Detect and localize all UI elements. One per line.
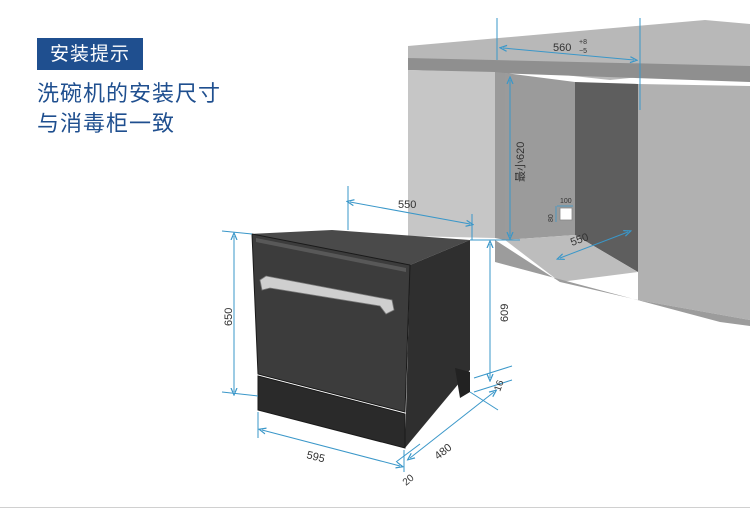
cabinet-right-panel xyxy=(638,84,750,320)
dishwasher-side xyxy=(405,240,470,448)
dishwasher-door xyxy=(251,233,411,413)
top-550-line xyxy=(350,202,470,224)
ext-line xyxy=(473,365,513,379)
ext-line xyxy=(221,230,253,235)
headline-line-1: 洗碗机的安装尺寸 xyxy=(37,82,222,107)
dim-560: 560 xyxy=(553,42,571,54)
cabinet-dimensions: 560 +8 −5 最小620 550 100 80 xyxy=(496,18,641,258)
ext-line xyxy=(221,391,259,397)
dishwasher-door-highlight xyxy=(256,238,406,272)
width-560-line xyxy=(503,48,634,60)
cabinet-inner-wall xyxy=(505,73,575,240)
headline-line-2: 与消毒柜一致 xyxy=(37,112,176,137)
install-tips-badge: 安装提示 xyxy=(37,38,143,70)
dim-650: 650 xyxy=(223,308,235,326)
dishwasher-illustration xyxy=(250,230,470,449)
dim-tol-minus: −5 xyxy=(579,48,587,55)
cabinet-illustration xyxy=(408,20,750,326)
depth-550-line xyxy=(560,232,628,258)
depth-480-line xyxy=(410,392,494,458)
dishwasher-top xyxy=(250,230,470,265)
dishwasher-handle xyxy=(259,275,395,315)
cabinet-plinth xyxy=(495,240,750,326)
dim-609: 609 xyxy=(499,304,511,322)
countertop-edge xyxy=(408,58,750,82)
cabinet-back-wall xyxy=(575,82,638,272)
dim-595: 595 xyxy=(305,449,326,465)
outlet-box xyxy=(559,207,573,221)
bottom-divider xyxy=(0,507,750,508)
dim-16: 16 xyxy=(492,378,506,393)
dim-100: 100 xyxy=(560,198,572,205)
dim-20: 20 xyxy=(401,472,417,488)
dim-cabinet-550: 550 xyxy=(569,231,590,249)
cabinet-left-pillar xyxy=(495,72,505,240)
dim-480: 480 xyxy=(432,442,454,463)
width-595-line xyxy=(262,430,400,466)
dim-tol-plus: +8 xyxy=(579,39,587,46)
headline: 洗碗机的安装尺寸 与消毒柜一致 xyxy=(37,80,221,140)
cabinet-left-panel xyxy=(408,70,495,238)
dim-80: 80 xyxy=(548,214,555,222)
dim-min-620: 最小620 xyxy=(514,142,527,182)
dim-top-550: 550 xyxy=(398,199,416,211)
ext-line xyxy=(395,443,421,463)
